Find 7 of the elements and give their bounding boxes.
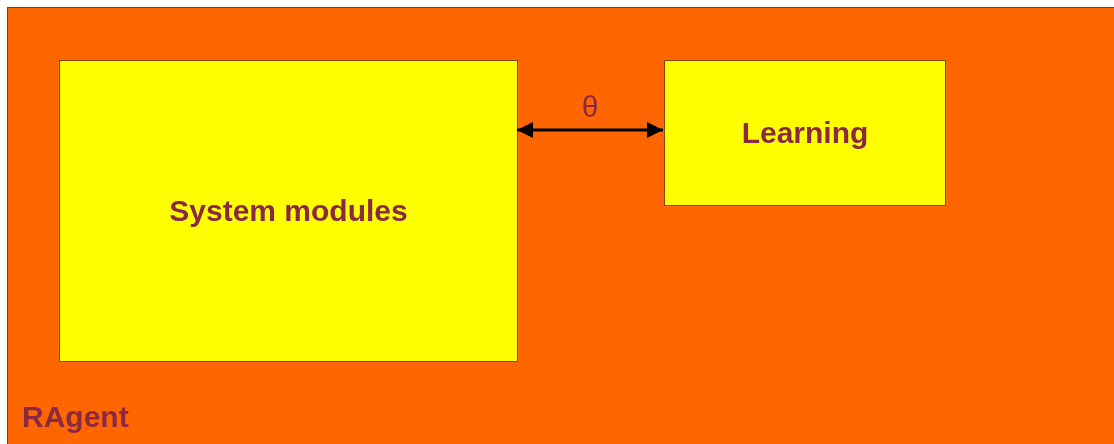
module-box (664, 60, 946, 206)
node-label: System modules (169, 194, 408, 228)
node-label: Learning (741, 116, 869, 150)
container-panel (7, 7, 1114, 444)
module-box (59, 60, 518, 362)
double-arrow (517, 122, 663, 138)
node-label: RAgent (22, 400, 129, 434)
